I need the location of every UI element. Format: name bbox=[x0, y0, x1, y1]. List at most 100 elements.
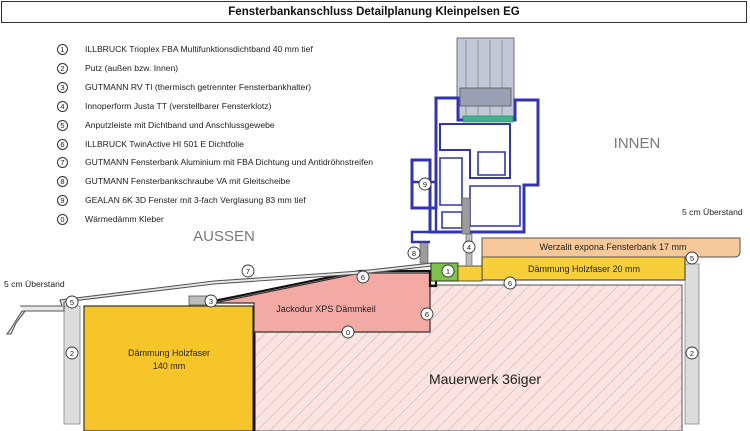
marker-number: 4 bbox=[467, 243, 471, 252]
outer-plaster bbox=[63, 305, 81, 425]
werzalit-sill bbox=[481, 237, 741, 258]
legend-text: ILLBRUCK TwinActive HI 501 E Dichtfolie bbox=[85, 139, 244, 149]
legend-text: Anputzleiste mit Dichtband und Anschluss… bbox=[85, 120, 275, 130]
legend-number: 2 bbox=[57, 62, 68, 74]
legend-text: Putz (außen bzw. Innen) bbox=[85, 63, 179, 73]
daemmung-outer-label-1: Dämmung Holzfaser bbox=[128, 348, 210, 358]
marker-circle bbox=[418, 177, 432, 191]
marker-1: 1 bbox=[441, 264, 455, 278]
marker-number: 7 bbox=[246, 267, 250, 276]
marker-circle bbox=[341, 325, 355, 339]
mauerwerk-label: Mauerwerk 36iger bbox=[429, 371, 541, 387]
marker-circle bbox=[420, 307, 434, 321]
legend-number: 1 bbox=[57, 43, 68, 55]
marker-6-a: 6 bbox=[356, 270, 370, 284]
legend-item-5: 5 Anputzleiste mit Dichtband und Anschlus… bbox=[57, 118, 275, 132]
legend-item-3: 3 GUTMANN RV TI (thermisch getrennter Fen… bbox=[57, 80, 311, 94]
legend-text: Innoperform Justa TT (verstellbarer Fens… bbox=[85, 101, 272, 111]
marker-circle bbox=[65, 346, 79, 360]
marker-circle bbox=[503, 276, 517, 290]
legend-number: 6 bbox=[57, 138, 68, 150]
frame-chamber bbox=[439, 123, 511, 179]
marker-6-c: 6 bbox=[503, 276, 517, 290]
aluminium-sill bbox=[5, 262, 433, 335]
marker-circle bbox=[241, 264, 255, 278]
daemmung-inner-label: Dämmung Holzfaser 20 mm bbox=[528, 264, 640, 274]
marker-number: 3 bbox=[209, 297, 213, 306]
legend-text: GUTMANN RV TI (thermisch getrennter Fens… bbox=[85, 82, 312, 92]
marker-7: 7 bbox=[241, 264, 255, 278]
marker-number: 9 bbox=[423, 180, 427, 189]
legend-item-2: 2 Putz (außen bzw. Innen) bbox=[57, 61, 178, 75]
legend-number: 5 bbox=[57, 119, 68, 131]
frame-chamber bbox=[477, 151, 506, 176]
marker-circle bbox=[407, 246, 421, 260]
marker-circle bbox=[685, 346, 699, 360]
ueberstand-left-label: 5 cm Überstand bbox=[4, 279, 65, 289]
marker-number: 2 bbox=[690, 349, 694, 358]
frame-screw bbox=[461, 197, 471, 235]
marker-5-left: 5 bbox=[65, 295, 79, 309]
werzalit-label: Werzalit expona Fensterbank 17 mm bbox=[540, 242, 687, 252]
legend-text: Wärmedämm Kleber bbox=[85, 214, 164, 224]
innen-label: INNEN bbox=[614, 135, 661, 152]
marker-circle bbox=[204, 294, 218, 308]
marker-5-right: 5 bbox=[685, 251, 699, 265]
aussen-label: AUSSEN bbox=[193, 228, 255, 245]
marker-number: 0 bbox=[346, 328, 350, 337]
legend-number: 4 bbox=[57, 100, 68, 112]
marker-8: 8 bbox=[407, 246, 421, 260]
marker-number: 6 bbox=[361, 273, 365, 282]
marker-number: 5 bbox=[690, 254, 694, 263]
diagram-title-text: Fensterbankanschluss Detailplanung Klein… bbox=[228, 6, 520, 18]
marker-6-b: 6 bbox=[420, 307, 434, 321]
legend-text: GEALAN 6K 3D Fenster mit 3-fach Verglasu… bbox=[85, 195, 306, 205]
legend-item-6: 6 ILLBRUCK TwinActive HI 501 E Dichtfolie bbox=[57, 137, 244, 151]
sill-screw-outer bbox=[419, 242, 429, 264]
legend-item-7: 7 GUTMANN Fensterbank Aluminium mit FBA D… bbox=[57, 155, 373, 169]
marker-circle bbox=[65, 295, 79, 309]
marker-number: 1 bbox=[446, 267, 450, 276]
glazing bbox=[456, 37, 515, 121]
glazing-seal bbox=[462, 115, 514, 123]
marker-circle bbox=[685, 251, 699, 265]
legend-number: 8 bbox=[57, 175, 68, 187]
marker-number: 2 bbox=[70, 349, 74, 358]
marker-3: 3 bbox=[204, 294, 218, 308]
legend-text: GUTMANN Fensterbankschraube VA mit Gleit… bbox=[85, 176, 291, 186]
window-block bbox=[457, 265, 483, 282]
legend-number: 0 bbox=[57, 213, 68, 225]
marker-circle bbox=[462, 240, 476, 254]
marker-number: 6 bbox=[508, 279, 512, 288]
marker-2-right: 2 bbox=[685, 346, 699, 360]
jackodur-label: Jackodur XPS Dämmkeil bbox=[276, 304, 376, 314]
marker-2-left: 2 bbox=[65, 346, 79, 360]
marker-number: 5 bbox=[70, 298, 74, 307]
diagram-title: Fensterbankanschluss Detailplanung Klein… bbox=[1, 1, 747, 23]
glass-spacer bbox=[459, 87, 512, 107]
ueberstand-right-label: 5 cm Überstand bbox=[682, 207, 743, 217]
marker-circle bbox=[441, 264, 455, 278]
marker-4: 4 bbox=[462, 240, 476, 254]
window-frame-lower bbox=[410, 180, 438, 244]
legend-number: 7 bbox=[57, 156, 68, 168]
daemmung-outer-label-2: 140 mm bbox=[153, 361, 186, 371]
frame-chamber bbox=[439, 157, 463, 206]
legend-item-0: 0 Wärmedämm Kleber bbox=[57, 212, 164, 226]
marker-0: 0 bbox=[341, 325, 355, 339]
frame-chamber bbox=[441, 211, 463, 229]
marker-circle bbox=[356, 270, 370, 284]
legend-item-1: 1 ILLBRUCK Trioplex FBA Multifunktionsdic… bbox=[57, 42, 313, 56]
marker-number: 6 bbox=[425, 310, 429, 319]
legend-text: ILLBRUCK Trioplex FBA Multifunktionsdich… bbox=[85, 44, 313, 54]
inner-plaster bbox=[684, 263, 700, 425]
legend-item-8: 8 GUTMANN Fensterbankschraube VA mit Glei… bbox=[57, 174, 290, 188]
legend-item-4: 4 Innoperform Justa TT (verstellbarer Fen… bbox=[57, 99, 271, 113]
frame-chamber bbox=[469, 185, 521, 227]
marker-9: 9 bbox=[418, 177, 432, 191]
marker-number: 8 bbox=[412, 249, 416, 258]
legend-number: 3 bbox=[57, 81, 68, 93]
legend-text: GUTMANN Fensterbank Aluminium mit FBA Di… bbox=[85, 157, 374, 167]
